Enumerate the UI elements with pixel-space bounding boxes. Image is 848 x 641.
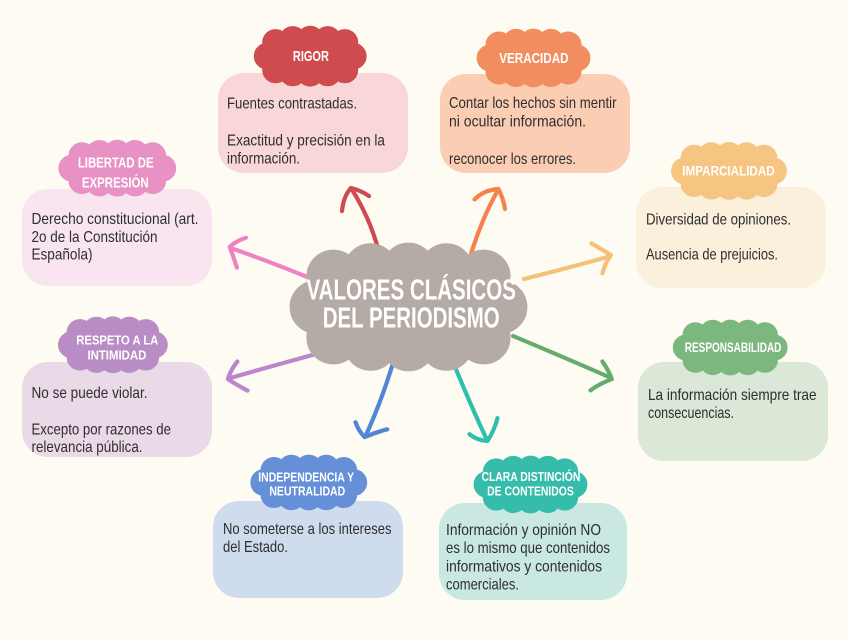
svg-text:NEUTRALIDAD: NEUTRALIDAD bbox=[269, 484, 345, 499]
svg-text:Española): Española) bbox=[32, 247, 93, 264]
svg-text:No someterse a los intereses: No someterse a los intereses bbox=[223, 521, 392, 538]
svg-text:información.: información. bbox=[227, 151, 300, 168]
svg-text:RESPETO A LA: RESPETO A LA bbox=[76, 332, 158, 347]
svg-text:del Estado.: del Estado. bbox=[223, 539, 288, 556]
svg-text:RESPONSABILIDAD: RESPONSABILIDAD bbox=[685, 340, 782, 355]
svg-text:Ausencia de prejuicios.: Ausencia de prejuicios. bbox=[646, 247, 778, 264]
svg-text:informativos y contenidos: informativos y contenidos bbox=[446, 558, 602, 575]
svg-text:IMPARCIALIDAD: IMPARCIALIDAD bbox=[682, 163, 775, 178]
svg-text:Contar los hechos sin mentir: Contar los hechos sin mentir bbox=[449, 95, 617, 112]
svg-text:Derecho constitucional (art.: Derecho constitucional (art. bbox=[32, 211, 199, 228]
svg-text:relevancia pública.: relevancia pública. bbox=[32, 439, 143, 456]
svg-text:RIGOR: RIGOR bbox=[293, 48, 329, 65]
svg-text:reconocer los errores.: reconocer los errores. bbox=[449, 151, 576, 168]
svg-text:LIBERTAD DE: LIBERTAD DE bbox=[78, 156, 154, 172]
svg-text:ni ocultar información.: ni ocultar información. bbox=[449, 114, 586, 131]
svg-text:DEL PERIODISMO: DEL PERIODISMO bbox=[323, 301, 500, 333]
svg-text:consecuencias.: consecuencias. bbox=[648, 405, 734, 422]
svg-text:La información siempre trae: La información siempre trae bbox=[648, 387, 817, 404]
svg-text:comerciales.: comerciales. bbox=[446, 577, 519, 594]
svg-text:Fuentes contrastadas.: Fuentes contrastadas. bbox=[227, 96, 357, 113]
svg-text:CLARA DISTINCIÓN: CLARA DISTINCIÓN bbox=[481, 469, 580, 484]
svg-text:2o de la Constitución: 2o de la Constitución bbox=[32, 229, 158, 246]
svg-text:No se puede violar.: No se puede violar. bbox=[32, 385, 148, 402]
svg-text:EXPRESIÓN: EXPRESIÓN bbox=[82, 173, 149, 191]
svg-text:Diversidad de opiniones.: Diversidad de opiniones. bbox=[646, 212, 791, 229]
svg-text:Información y opinión NO: Información y opinión NO bbox=[446, 522, 601, 539]
svg-text:Exactitud y precisión en la: Exactitud y precisión en la bbox=[227, 133, 385, 150]
svg-text:es lo mismo que contenidos: es lo mismo que contenidos bbox=[446, 540, 610, 557]
svg-text:DE CONTENIDOS: DE CONTENIDOS bbox=[487, 484, 574, 499]
svg-text:VALORES CLÁSICOS: VALORES CLÁSICOS bbox=[307, 273, 516, 305]
svg-text:VERACIDAD: VERACIDAD bbox=[499, 50, 568, 67]
svg-text:INDEPENDENCIA Y: INDEPENDENCIA Y bbox=[258, 470, 354, 485]
svg-text:INTIMIDAD: INTIMIDAD bbox=[87, 348, 146, 363]
svg-text:Excepto por razones de: Excepto por razones de bbox=[32, 422, 172, 439]
